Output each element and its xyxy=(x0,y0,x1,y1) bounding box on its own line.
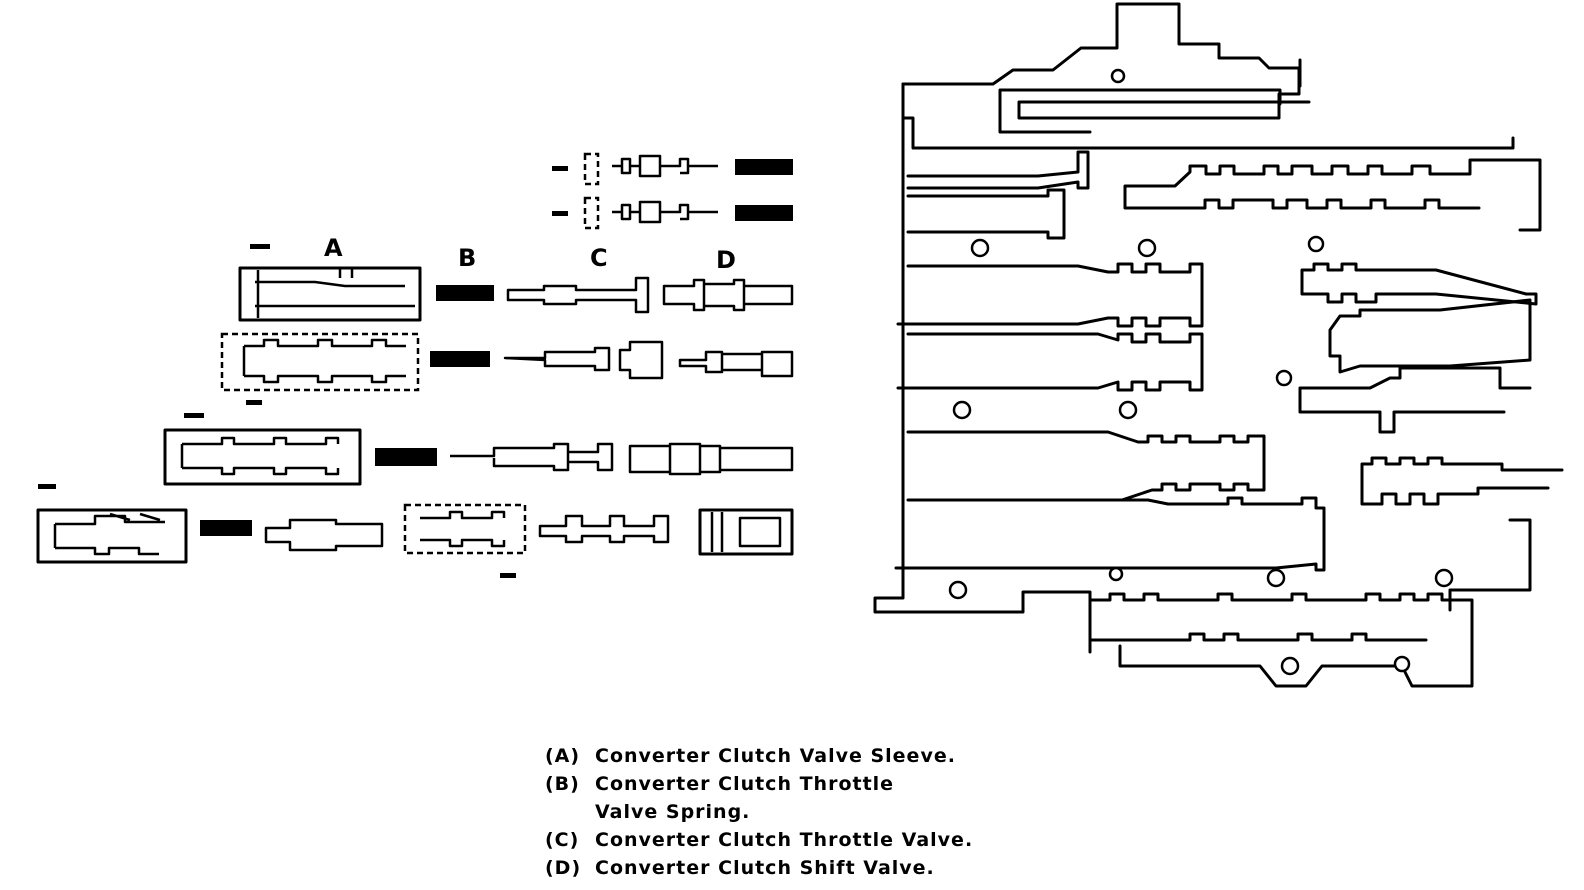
legend-item-c: (C) Converter Clutch Throttle Valve. xyxy=(545,829,974,851)
legend-item-d: (D) Converter Clutch Shift Valve. xyxy=(545,857,935,879)
valve-body-holes xyxy=(948,68,1454,676)
small-valve-train-2 xyxy=(552,196,793,230)
legend: (A) Converter Clutch Valve Sleeve. (B) C… xyxy=(545,742,1065,882)
valve-sleeve-row-4-dashed xyxy=(403,503,527,578)
valve-row-3-d xyxy=(628,442,794,476)
valve-sleeve-row-3 xyxy=(163,413,362,486)
small-valve-train-1 xyxy=(552,152,793,186)
valve-sleeve-a xyxy=(238,266,422,322)
throttle-valve-c xyxy=(506,276,650,314)
column-label-c: C xyxy=(590,244,608,272)
shift-valve-d xyxy=(662,278,794,312)
valve-row-4-b xyxy=(264,518,384,552)
legend-item-a: (A) Converter Clutch Valve Sleeve. xyxy=(545,745,956,767)
valve-body-casting xyxy=(873,2,1564,688)
valve-row-4-c xyxy=(538,514,670,544)
spring-row-2 xyxy=(430,351,490,367)
spring-row-3 xyxy=(375,448,437,466)
valve-row-4-d xyxy=(698,508,794,556)
valve-row-2-d xyxy=(678,350,794,378)
valve-row-2-c xyxy=(503,340,664,380)
legend-item-b-continued: Valve Spring. xyxy=(595,801,751,823)
valve-sleeve-row-4 xyxy=(36,484,188,564)
column-label-d: D xyxy=(716,246,736,274)
valve-row-3-c xyxy=(450,442,614,472)
spring-row-4 xyxy=(200,520,252,536)
column-a-marker xyxy=(250,244,270,249)
valve-sleeve-row-2 xyxy=(220,332,420,405)
throttle-valve-spring-b xyxy=(436,285,494,301)
column-label-a: A xyxy=(324,234,343,262)
column-label-b: B xyxy=(458,244,476,272)
legend-item-b: (B) Converter Clutch Throttle xyxy=(545,773,895,795)
